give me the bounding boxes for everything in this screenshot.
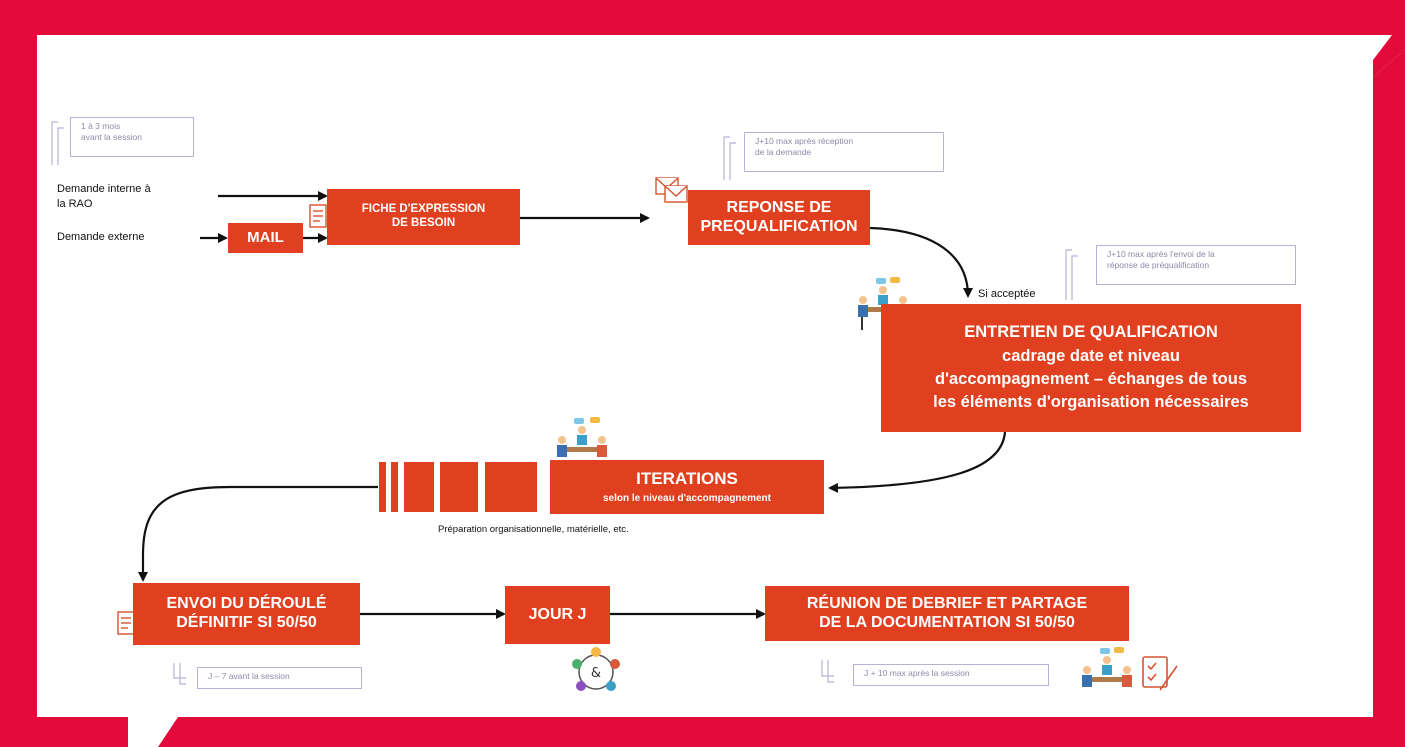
caption-si-acceptee: Si acceptée (978, 288, 1036, 300)
checklist-pen-icon (1142, 656, 1178, 691)
frame-slash-top (1373, 35, 1405, 77)
note-timing-after-session: J + 10 max après la session (853, 664, 1049, 686)
meeting-people-icon-3 (1082, 647, 1132, 687)
svg-text:&: & (591, 666, 601, 681)
meeting-people-icon-2 (557, 417, 607, 457)
box-jour-j: JOUR J (505, 586, 610, 644)
arrow-prequal-entretien (869, 226, 973, 298)
connectors (138, 191, 1007, 619)
iteration-bars (379, 462, 537, 512)
label-external-request: Demande externe (57, 231, 145, 243)
note-brackets (51, 121, 1078, 685)
mail-envelope-icon (655, 177, 688, 203)
box-mail: MAIL (228, 223, 303, 253)
form-document-icon (309, 204, 327, 228)
arrow-entretien-iterations (828, 431, 1007, 493)
box-entretien-qualification: ENTRETIEN DE QUALIFICATION cadrage date … (881, 304, 1301, 432)
form-document-icon-2 (117, 611, 135, 635)
note-timing-before-session-j7: J – 7 avant la session (197, 667, 362, 689)
box-iterations: ITERATIONS selon le niveau d'accompagnem… (550, 460, 824, 514)
caption-preparation: Préparation organisationnelle, matériell… (438, 524, 629, 535)
arrow-iterations-envoi (138, 485, 378, 582)
team-circle-icon: & (572, 647, 620, 691)
